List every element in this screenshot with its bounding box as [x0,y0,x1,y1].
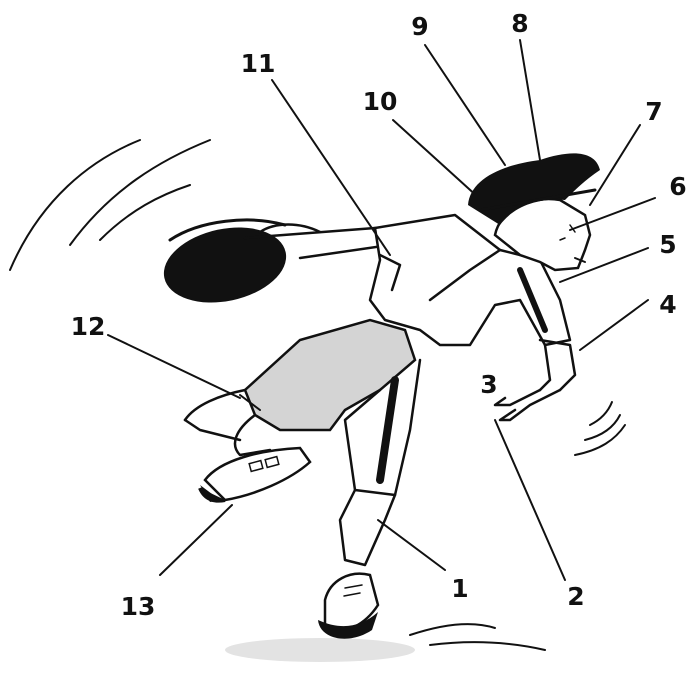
label-10: 10 [363,87,398,116]
label-13: 13 [121,592,156,621]
label-12: 12 [71,312,106,341]
label-7: 7 [645,97,662,126]
label-11: 11 [241,49,276,78]
label-4: 4 [659,290,676,319]
label-5: 5 [659,230,676,259]
ground-shadow [225,638,415,662]
back-shoe [200,448,310,502]
label-6: 6 [669,172,686,201]
label-9: 9 [411,12,428,41]
label-8: 8 [511,9,528,38]
discus [157,217,293,313]
label-1: 1 [451,574,468,603]
label-2: 2 [567,582,584,611]
number-labels: 1 2 3 4 5 6 7 8 9 10 11 12 13 [71,9,687,621]
label-3: 3 [480,370,497,399]
front-shoe [318,574,378,639]
reaching-arm [495,340,575,420]
